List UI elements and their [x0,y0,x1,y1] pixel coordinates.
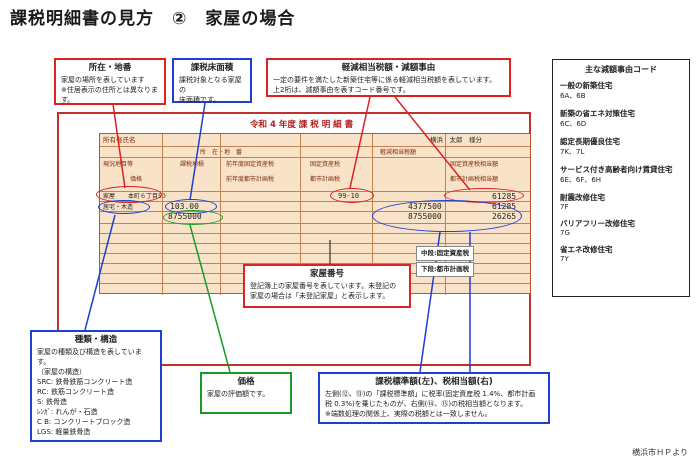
callout-heading: 家屋番号 [309,269,344,279]
callout-heading: 課税床面積 [190,63,234,73]
callout-line: 家屋の評価額です。 [207,390,270,398]
legend-item: バリアフリー改修住宅 7G [560,218,682,237]
grid-line [100,253,530,254]
legend-item-code: 7K、7L [560,148,585,156]
callout-line: 登記簿上の家屋番号を表しています。未登記の [250,282,397,290]
legend-item: 新築の省エネ対策住宅 6C、6D [560,108,682,129]
page-title: 課税明細書の見方 ② 家屋の場合 [10,9,296,29]
grid-line [100,157,530,158]
type-callout: 種類・構造 家屋の種類及び構造を表しています。 （家屋の構造） SRC: 鉄骨鉄… [30,330,162,442]
legend-item: 耐震改修住宅 7F [560,192,682,211]
floor-area-callout: 課税床面積 課税対象となる家屋の 床面積です。 [172,58,252,104]
legend-item-name: 新築の省エネ対策住宅 [560,109,635,118]
grid-col [162,134,163,295]
callout-line: 左側(⑫、⑬)の「課税標準額」に税率(固定資産税 1.4%、都市計画 [325,390,536,398]
legend-item-name: サービス付き高齢者向け賃貸住宅 [560,165,673,174]
legend-item-code: 6A、6B [560,92,586,100]
grid-line [100,191,530,192]
col-price: 価格 [130,176,143,183]
grid-line [100,201,530,202]
owner-label: 所有者氏名 [103,136,136,144]
legend-item-code: 7F [560,203,569,211]
callout-line: ※住居表示の住所とは異なります。 [61,86,158,104]
legend-item-code: 6E、6F、6H [560,176,602,184]
form-header: 令和 4 年度 課 税 明 細 書 [250,120,354,130]
callout-line: 一定の要件を満たした新築住宅等に係る軽減相当税額を表しています。 [273,76,497,84]
callout-line: 課税対象となる家屋の [179,76,242,94]
legend-item-code: 7Y [560,255,569,263]
callout-line: ※端数処理の関係上、実際の税額とは一致しません。 [325,410,492,418]
legend-item-name: 認定長期優良住宅 [560,137,620,146]
callout-line: 上2桁は、減額事由を表すコード番号です。 [273,86,410,94]
callout-line: 床面積です。 [179,96,221,104]
legend-item: 認定長期優良住宅 7K、7L [560,136,682,157]
legend-heading: 主な減額事由コード [585,65,657,74]
grid-col [300,134,301,295]
legend-item: 省エネ改修住宅 7Y [560,244,682,263]
col-kind: 現況地目等 [103,161,134,168]
callout-line: 家屋の種類及び構造を表しています。 [37,348,142,366]
grid-line [100,146,530,147]
mid-tag: 中段:固定資産税 [416,246,475,261]
col-std2: 都市計画税 [310,176,341,183]
legend-item-code: 7G [560,229,570,237]
callout-heading: 課税標準額(左)、税相当額(右) [375,377,493,387]
callout-line: SRC: 鉄骨鉄筋コンクリート造 [37,378,133,386]
callout-heading: 軽減相当税額・減額事由 [341,63,436,73]
legend-item: 一般の新築住宅 6A、6B [560,80,682,101]
col-prev: 前年度固定資産税 [226,161,275,168]
grid-line [100,223,530,224]
callout-line: 家屋の場合は「未登記家屋」と表示します。 [250,292,390,300]
callout-heading: 種類・構造 [74,335,118,345]
reduction-code-legend: 主な減額事由コード 一般の新築住宅 6A、6B 新築の省エネ対策住宅 6C、6D… [552,59,690,297]
col-tax: 固定資産税相当額 [450,161,499,168]
callout-line: （家屋の構造） [37,368,86,376]
callout-heading: 価格 [237,377,255,387]
kind-highlight [98,200,150,214]
col-location: 所 在・地 番 [200,149,243,156]
code-highlight [330,188,374,203]
callout-line: C B: コンクリートブロック造 [37,418,131,426]
col-prev2: 前年度都市計画税 [226,176,275,183]
grid-line [100,233,530,234]
callout-line: 家屋の場所を表しています [61,76,145,84]
callout-line: 税 0.3%)を乗じたものが、右側(⑭、⑮)の税相当額となります。 [325,400,528,408]
source-footer: 横浜市ＨＰより [632,448,688,457]
callout-heading: 所在・地番 [88,63,132,73]
house-no-callout: 家屋番号 登記簿上の家屋番号を表しています。未登記の 家屋の場合は「未登記家屋」… [243,264,411,308]
legend-item-code: 6C、6D [560,120,587,128]
legend-item-name: バリアフリー改修住宅 [560,219,635,228]
reduction-callout: 軽減相当税額・減額事由 一定の要件を満たした新築住宅等に係る軽減相当税額を表して… [266,58,511,97]
col-std: 固定資産税 [310,161,341,168]
callout-line: RC: 鉄筋コンクリート造 [37,388,114,396]
callout-line: ﾚﾝｶﾞ: れんが・石造 [37,408,98,416]
price-callout: 価格 家屋の評価額です。 [200,372,292,414]
price-highlight [163,210,223,225]
col-area: 課税地積 [180,161,205,168]
location-callout: 所在・地番 家屋の場所を表しています ※住居表示の住所とは異なります。 [54,58,166,105]
col-tax2: 都市計画税相当額 [450,176,499,183]
callout-line: S: 鉄骨造 [37,398,68,406]
legend-item-name: 省エネ改修住宅 [560,245,613,254]
grid-line [100,243,530,244]
owner-value: 横浜 太郎 様分 [430,136,482,144]
grid-line [100,211,530,212]
col-reduce: 軽減相当税額 [380,149,417,156]
standard-callout: 課税標準額(左)、税相当額(右) 左側(⑫、⑬)の「課税標準額」に税率(固定資産… [318,372,550,424]
callout-line: LGS: 軽量鉄骨造 [37,428,91,436]
grid-line [100,263,530,264]
legend-item: サービス付き高齢者向け賃貸住宅 6E、6F、6H [560,164,682,185]
legend-item-name: 一般の新築住宅 [560,81,613,90]
standard-highlight [372,200,522,232]
low-tag: 下段:都市計画税 [416,262,475,277]
legend-item-name: 耐震改修住宅 [560,193,605,202]
